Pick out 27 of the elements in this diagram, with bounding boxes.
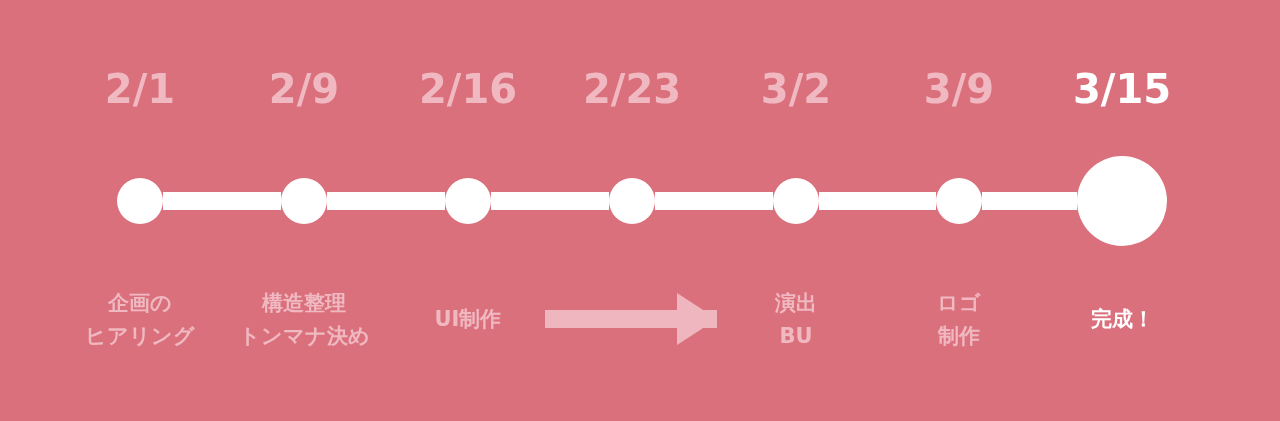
timeline-line <box>327 192 445 210</box>
task-label: UI制作 <box>434 306 502 333</box>
timeline-line <box>655 192 773 210</box>
timeline-dot <box>609 178 655 224</box>
task-label: 構造整理トンマナ決め <box>238 290 370 350</box>
date-label: 3/2 <box>760 66 832 112</box>
task-label: 企画のヒアリング <box>85 290 195 350</box>
timeline-dot <box>773 178 819 224</box>
timeline-line <box>819 192 936 210</box>
date-label: 2/16 <box>418 66 518 112</box>
arrow <box>545 293 717 345</box>
timeline-dot <box>445 178 491 224</box>
timeline-dot <box>1077 156 1167 246</box>
date-label: 2/1 <box>104 66 176 112</box>
date-label: 3/9 <box>923 66 995 112</box>
task-label: 演出BU <box>775 290 817 350</box>
task-label: 完成！ <box>1090 306 1154 333</box>
timeline-dot <box>117 178 163 224</box>
timeline-dot <box>281 178 327 224</box>
timeline-line <box>982 192 1077 210</box>
timeline-line <box>491 192 609 210</box>
date-label: 2/9 <box>268 66 340 112</box>
timeline-line <box>163 192 281 210</box>
timeline-dot <box>936 178 982 224</box>
task-label: ロゴ制作 <box>937 290 981 350</box>
date-label: 3/15 <box>1072 66 1172 112</box>
date-label: 2/23 <box>582 66 682 112</box>
